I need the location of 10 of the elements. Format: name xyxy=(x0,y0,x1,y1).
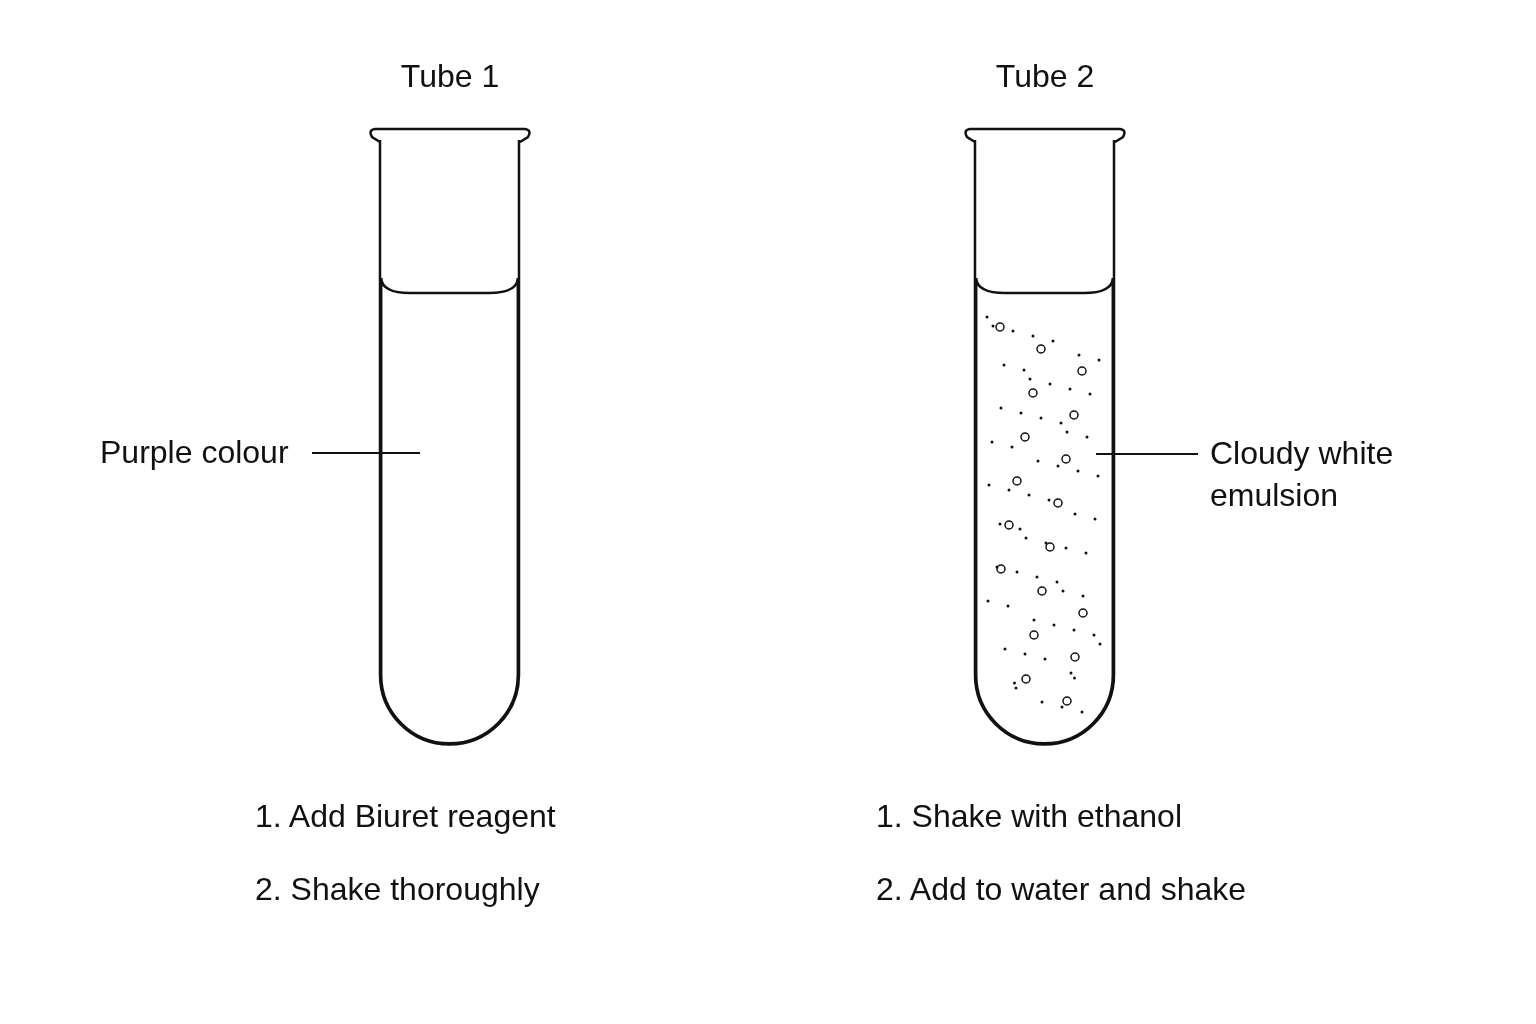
step-text: 1. Shake with ethanol xyxy=(876,797,1182,836)
tube-title: Tube 1 xyxy=(399,57,501,96)
tube-title: Tube 2 xyxy=(994,57,1096,96)
leader-line xyxy=(1095,453,1199,455)
step-text: 1. Add Biuret reagent xyxy=(255,797,556,836)
callout-label: Purple colour xyxy=(100,431,300,473)
step-text: 2. Shake thoroughly xyxy=(255,870,540,909)
step-text: 2. Add to water and shake xyxy=(876,870,1247,909)
callout-label: Cloudy white emulsion xyxy=(1210,432,1425,516)
leader-line xyxy=(311,452,421,454)
